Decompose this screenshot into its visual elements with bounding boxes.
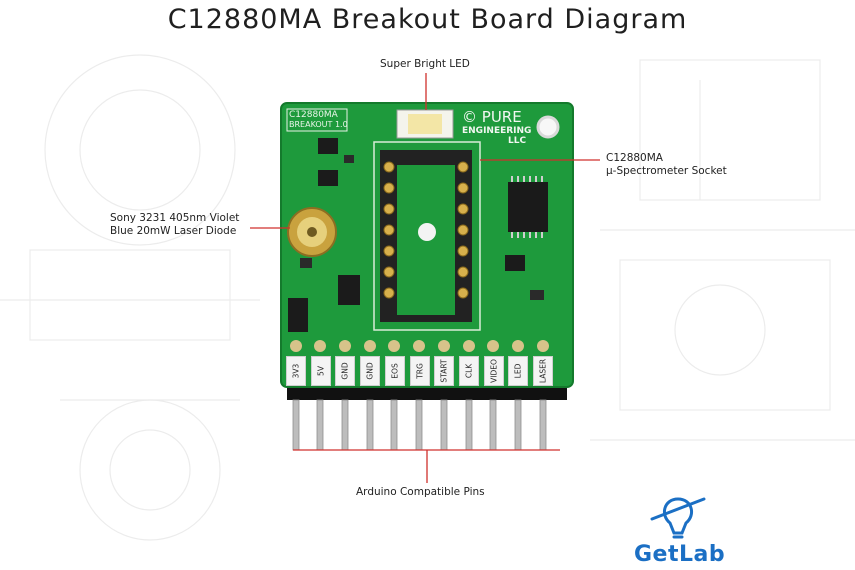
laser-diode [287,207,337,257]
silk-name-2: BREAKOUT 1.0 [289,120,348,129]
pin-label-3v3: 3V3 [286,356,306,386]
pin-label-eos: EOS [384,356,405,386]
adc-chip [508,176,548,238]
silk-name-1: C12880MA [289,110,338,120]
super-bright-led [396,109,454,139]
pin-label-clk: CLK [458,356,479,386]
callout-pins: Arduino Compatible Pins [356,486,485,498]
pin-pads [290,340,549,352]
callout-led: Super Bright LED [380,58,470,70]
maker-line-3: LLC [508,136,527,146]
pin-label-start: START [434,356,455,386]
callout-socket-line1: C12880MA [606,152,663,164]
spectrometer-socket [373,141,481,331]
pin-label-text: LASER [538,358,548,384]
silk-label-box [286,108,348,132]
getlab-logo-text: GetLab [634,542,726,567]
mosfet-1 [338,275,360,305]
diagram-title: C12880MA Breakout Board Diagram [167,4,688,35]
pin-label-video: VIDEO [483,356,504,386]
pin-label-text: LED [513,363,523,379]
pin-header-strip [287,388,567,400]
mosfet-2 [288,298,308,332]
pin-label-gnd: GND [360,356,381,386]
callout-laser-line2: Blue 20mW Laser Diode [110,225,237,237]
getlab-logo-icon [650,497,706,539]
pin-label-trg: TRG [409,356,430,386]
pin-label-text: TRG [415,363,424,379]
small-ic-1 [318,138,338,154]
pin-label-text: GND [340,362,350,380]
pin-label-text: START [439,359,449,383]
maker-line-1: © PURE [462,108,522,126]
callout-socket-line2: µ-Spectrometer Socket [606,165,727,177]
small-ic-2 [318,170,338,186]
pin-label-laser: LASER [533,356,553,386]
pin-label-text: VIDEO [489,359,499,383]
pin-label-text: CLK [464,363,474,379]
pin-label-5v: 5V [310,356,331,386]
pin-label-gnd: GND [335,356,356,386]
pin-label-led: LED [508,356,529,386]
pin-label-text: 5V [316,366,326,376]
maker-line-2: ENGINEERING [462,126,532,136]
mounting-hole [536,115,560,139]
pin-label-text: EOS [390,363,400,379]
callout-laser-line1: Sony 3231 405nm Violet [110,212,240,224]
pin-label-text: 3V3 [291,363,301,379]
header-pins [292,399,547,451]
pin-label-text: GND [365,362,375,380]
